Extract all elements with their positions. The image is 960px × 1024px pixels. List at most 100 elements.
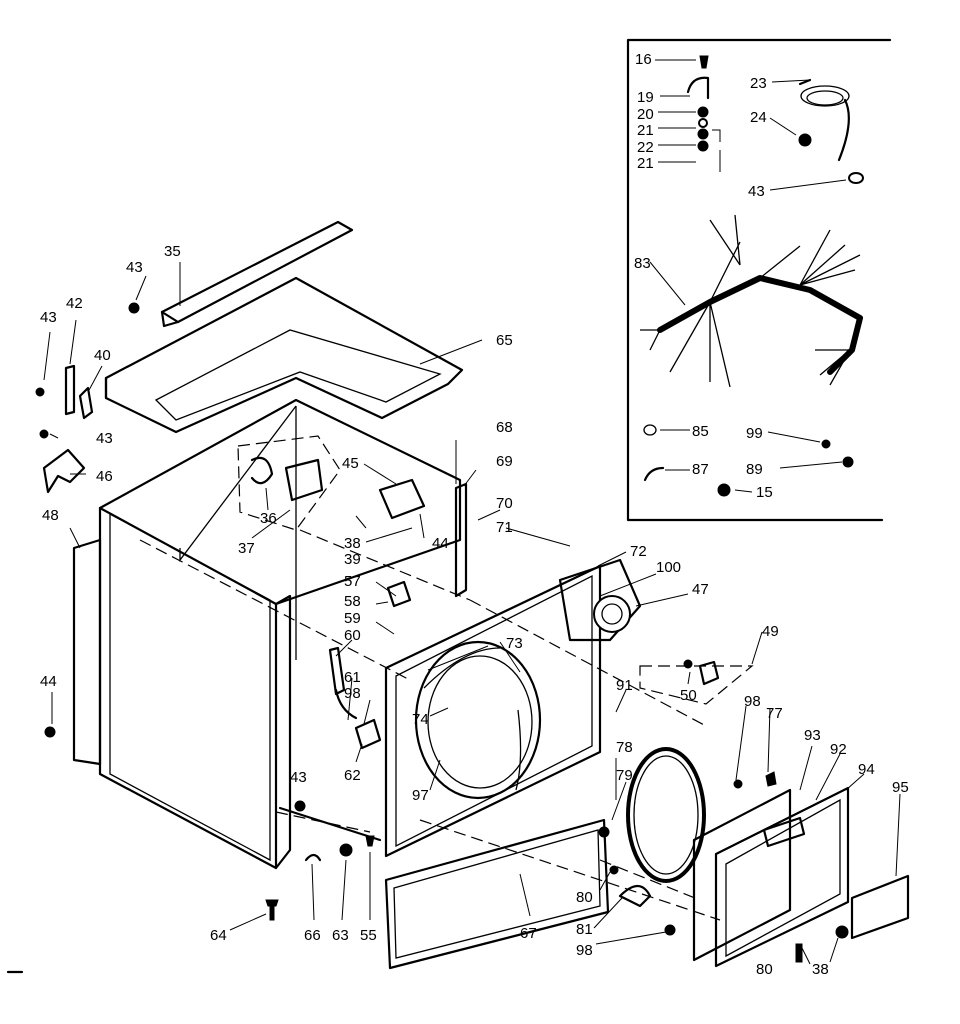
clip-85 — [643, 424, 657, 436]
label-15: 15 — [756, 484, 773, 501]
washer-20 — [697, 106, 709, 118]
nut-15 — [717, 483, 731, 497]
nut-38b — [835, 925, 849, 939]
label-57: 57 — [344, 573, 361, 590]
label-16: 16 — [635, 51, 652, 68]
label-38b: 38 — [812, 961, 829, 978]
door-opening — [414, 640, 542, 800]
screw-79 — [598, 826, 610, 838]
label-97: 97 — [412, 787, 429, 804]
switch-58 — [386, 580, 412, 608]
screw-80a — [609, 865, 619, 875]
label-79: 79 — [616, 767, 633, 784]
bracket-45 — [378, 478, 426, 520]
screw-89 — [842, 456, 854, 468]
washer-21b — [697, 140, 709, 152]
hinge-77 — [765, 771, 777, 787]
bottom-parts — [265, 835, 375, 921]
inset-panel — [626, 38, 892, 522]
label-43c: 43 — [40, 309, 57, 326]
label-45: 45 — [342, 455, 359, 472]
label-98b: 98 — [744, 693, 761, 710]
nut-63 — [339, 843, 353, 857]
toe-panel-67 — [384, 818, 610, 970]
left-brackets — [35, 364, 94, 494]
screw-98b — [733, 779, 743, 789]
label-77: 77 — [766, 705, 783, 722]
label-92: 92 — [830, 741, 847, 758]
label-49: 49 — [762, 623, 779, 640]
screw-44a — [44, 726, 56, 738]
seal-78 — [626, 747, 706, 883]
label-23: 23 — [750, 75, 767, 92]
label-44b: 44 — [432, 535, 449, 552]
label-83: 83 — [634, 255, 651, 272]
label-59: 59 — [344, 610, 361, 627]
label-43e: 43 — [290, 769, 307, 786]
label-71: 71 — [496, 519, 513, 536]
screw-99 — [821, 439, 831, 449]
blower-47 — [593, 595, 631, 633]
label-67: 67 — [520, 925, 537, 942]
label-35: 35 — [164, 243, 181, 260]
label-66: 66 — [304, 927, 321, 944]
label-80a: 80 — [576, 889, 593, 906]
label-87: 87 — [692, 461, 709, 478]
label-50: 50 — [680, 687, 697, 704]
top-panel-65 — [104, 276, 464, 434]
label-98c: 98 — [576, 942, 593, 959]
label-43a: 43 — [748, 183, 765, 200]
front-panel — [328, 478, 642, 858]
label-20: 20 — [637, 106, 654, 123]
label-61: 61 — [344, 669, 361, 686]
thermostat-62 — [354, 718, 382, 750]
leg-64 — [265, 899, 279, 921]
label-39: 39 — [344, 551, 361, 568]
crossbar-35 — [128, 220, 354, 328]
label-91: 91 — [616, 677, 633, 694]
label-58: 58 — [344, 593, 361, 610]
handle-95 — [850, 874, 910, 940]
wire-harness-83 — [657, 275, 863, 375]
hinge-81 — [618, 884, 652, 908]
label-19: 19 — [637, 89, 654, 106]
label-65: 65 — [496, 332, 513, 349]
label-62: 62 — [344, 767, 361, 784]
clip-66 — [304, 853, 322, 862]
label-60: 60 — [344, 627, 361, 644]
label-63: 63 — [332, 927, 349, 944]
door-94 — [714, 786, 850, 968]
screw-98c — [664, 924, 676, 936]
wire-87 — [643, 466, 665, 482]
label-78: 78 — [616, 739, 633, 756]
label-98a: 98 — [344, 685, 361, 702]
door-assembly — [598, 747, 910, 968]
nut-22 — [697, 128, 709, 140]
label-21a: 21 — [637, 122, 654, 139]
label-55: 55 — [360, 927, 377, 944]
power-cord-23 — [800, 85, 850, 107]
label-37: 37 — [238, 540, 255, 557]
label-81: 81 — [576, 921, 593, 938]
label-73: 73 — [506, 635, 523, 652]
label-47: 47 — [692, 581, 709, 598]
side-panel-48 — [72, 538, 102, 766]
label-69: 69 — [496, 453, 513, 470]
screw-55 — [365, 835, 375, 847]
label-80b: 80 — [756, 961, 773, 978]
leader-lines — [43, 262, 901, 965]
label-42: 42 — [66, 295, 83, 312]
label-95: 95 — [892, 779, 909, 796]
label-21b: 21 — [637, 155, 654, 172]
label-100: 100 — [656, 559, 681, 576]
label-43b: 43 — [126, 259, 143, 276]
cabinet-48 — [44, 398, 462, 870]
screw-43e — [294, 800, 306, 812]
label-74: 74 — [412, 711, 429, 728]
washer-21 — [698, 118, 708, 128]
label-44a: 44 — [40, 673, 57, 690]
clip-43a — [848, 172, 864, 184]
label-93: 93 — [804, 727, 821, 744]
label-46: 46 — [96, 468, 113, 485]
part-labels: 16 19 20 21 22 21 23 24 43 83 85 99 87 8… — [40, 51, 909, 978]
